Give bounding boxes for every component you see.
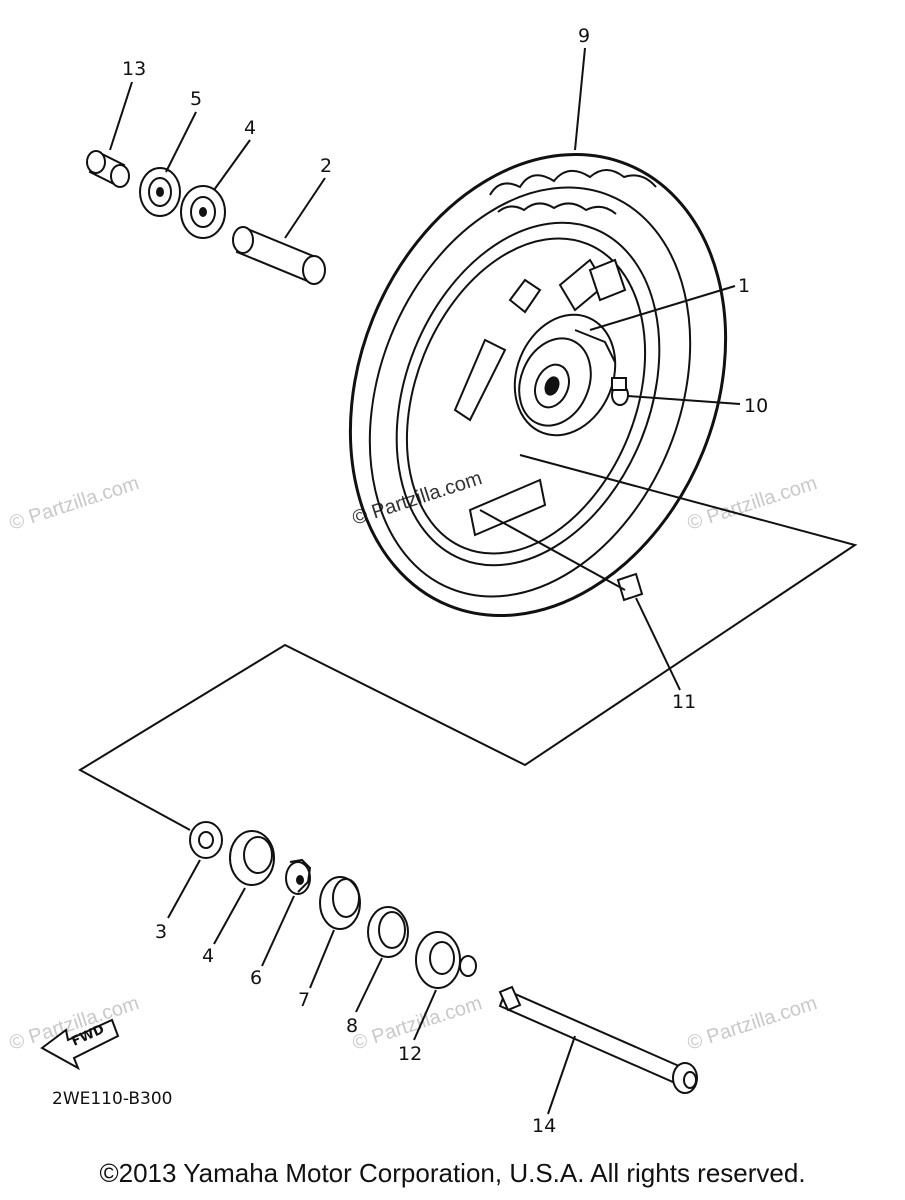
watermark: © Partzilla.com bbox=[685, 992, 820, 1055]
callout-4-top: 4 bbox=[244, 117, 256, 139]
callout-8: 8 bbox=[346, 1015, 358, 1037]
callout-3: 3 bbox=[155, 921, 167, 943]
watermark: © Partzilla.com bbox=[7, 472, 142, 535]
callouts: 13 5 4 2 9 1 10 11 3 4 6 7 8 12 14 bbox=[122, 25, 768, 1137]
callout-6: 6 bbox=[250, 967, 262, 989]
watermark: © Partzilla.com bbox=[685, 472, 820, 535]
wheel-hub bbox=[513, 313, 617, 437]
watermarks: © Partzilla.com © Partzilla.com © Partzi… bbox=[7, 467, 820, 1055]
callout-13: 13 bbox=[122, 58, 146, 80]
parts-diagram: © Partzilla.com © Partzilla.com © Partzi… bbox=[7, 25, 858, 1137]
copyright-notice: ©2013 Yamaha Motor Corporation, U.S.A. A… bbox=[99, 1158, 806, 1188]
bearing-5 bbox=[139, 167, 181, 217]
callout-10: 10 bbox=[744, 395, 768, 417]
callout-4-bottom: 4 bbox=[202, 945, 214, 967]
meter-gear-12 bbox=[415, 931, 477, 989]
axle-14 bbox=[498, 985, 698, 1094]
leader-lines bbox=[109, 47, 741, 1115]
spacer-tube-2 bbox=[232, 226, 326, 285]
wheel-spokes bbox=[453, 258, 627, 537]
callout-14: 14 bbox=[532, 1115, 556, 1137]
callout-12: 12 bbox=[398, 1043, 422, 1065]
wheel-tire bbox=[348, 152, 728, 618]
bearing-4-top bbox=[180, 185, 226, 239]
spacer-13 bbox=[86, 150, 130, 188]
gear-7 bbox=[319, 876, 361, 930]
assembly-lines bbox=[78, 454, 858, 831]
balance-weight bbox=[616, 572, 644, 602]
clutch-6 bbox=[285, 858, 312, 895]
valve-stem bbox=[611, 377, 629, 406]
callout-5: 5 bbox=[190, 88, 202, 110]
bearing-4-bottom bbox=[229, 830, 275, 886]
oil-seal-3 bbox=[189, 821, 223, 859]
callout-11: 11 bbox=[672, 691, 696, 713]
diagram-code: 2WE110-B300 bbox=[52, 1089, 172, 1109]
callout-7: 7 bbox=[298, 989, 310, 1011]
seal-8 bbox=[367, 906, 409, 958]
callout-1: 1 bbox=[738, 275, 750, 297]
callout-2: 2 bbox=[320, 155, 332, 177]
callout-9: 9 bbox=[578, 25, 590, 47]
